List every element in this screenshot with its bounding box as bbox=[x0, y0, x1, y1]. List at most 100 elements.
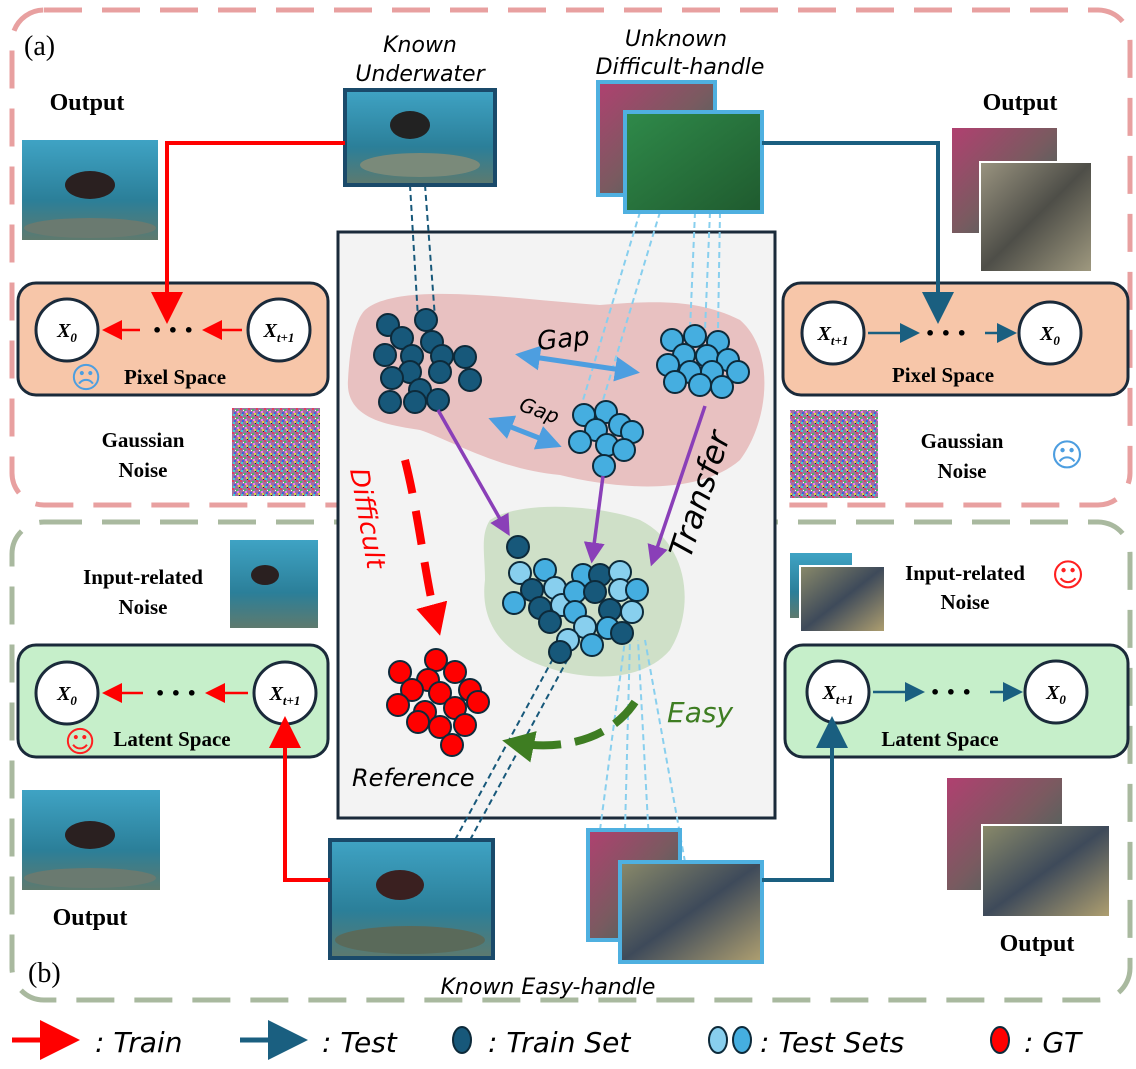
node-label: Xt+1 bbox=[269, 683, 301, 708]
test-easy-handle-images bbox=[586, 828, 764, 964]
sad-face-icon: ☹ bbox=[1050, 436, 1083, 474]
legend-train-set: : Train Set bbox=[488, 1026, 631, 1059]
happy-face-icon: ☺ bbox=[64, 725, 95, 760]
space-label: Pixel Space bbox=[124, 365, 226, 389]
sad-face-icon: ☹ bbox=[70, 361, 101, 396]
legend-gt: : GT bbox=[1024, 1026, 1083, 1059]
train-arrow-top bbox=[151, 141, 345, 324]
node-label: X0 bbox=[1039, 323, 1060, 348]
train-set-point bbox=[426, 388, 450, 412]
node-xt1 bbox=[246, 297, 312, 363]
input-noise-images-right bbox=[790, 553, 886, 633]
train-set-point bbox=[403, 390, 427, 414]
gap-label-1: Gap bbox=[536, 322, 591, 357]
gt-point bbox=[453, 713, 477, 737]
input-noise-image-left bbox=[230, 540, 318, 628]
legend-test-set-b-icon bbox=[732, 1026, 752, 1054]
train-set-point bbox=[458, 368, 482, 392]
gt-point bbox=[466, 690, 490, 714]
node-label: X0 bbox=[56, 683, 77, 708]
gt-point bbox=[443, 660, 467, 684]
known-easy-handle-image bbox=[328, 838, 495, 960]
easy-arrow bbox=[502, 699, 639, 763]
gaussian-noise-left bbox=[232, 408, 320, 496]
transfer-arrows bbox=[436, 405, 707, 567]
reference-label: Reference bbox=[352, 764, 474, 792]
test-arrow-bottom bbox=[762, 716, 848, 882]
gt-point bbox=[440, 733, 464, 757]
output-label-bottom-right: Output bbox=[1000, 931, 1075, 957]
unknown-difficult-images bbox=[596, 80, 764, 214]
train-set-point bbox=[380, 366, 404, 390]
test-set-point bbox=[612, 438, 636, 462]
aligned-point bbox=[548, 640, 572, 664]
node-label: X0 bbox=[56, 320, 77, 345]
train-set-point bbox=[428, 360, 452, 384]
space-label: Pixel Space bbox=[892, 363, 994, 387]
test-set-point bbox=[568, 430, 592, 454]
test-set-point bbox=[663, 370, 687, 394]
aligned-point bbox=[502, 591, 526, 615]
gaussian-noise-right bbox=[790, 410, 878, 498]
happy-face-icon: ☺ bbox=[1051, 556, 1084, 594]
node-xt1 bbox=[800, 300, 866, 366]
gt-point bbox=[428, 715, 452, 739]
legend-train-set-icon bbox=[452, 1026, 472, 1054]
aligned-point bbox=[625, 578, 649, 602]
train-set-point bbox=[390, 326, 414, 350]
node-x0 bbox=[34, 297, 100, 363]
ellipsis: • • • bbox=[930, 683, 972, 702]
test-set-point bbox=[688, 373, 712, 397]
aligned-point bbox=[620, 600, 644, 624]
gap-arrow-1 bbox=[515, 345, 640, 382]
aligned-point bbox=[506, 535, 530, 559]
ellipsis: • • • bbox=[152, 321, 194, 340]
space-label: Latent Space bbox=[113, 727, 230, 751]
legend: : Train : Test : Train Set : Test Sets :… bbox=[12, 1020, 1083, 1060]
aligned-point bbox=[563, 580, 587, 604]
node-label: X0 bbox=[1045, 682, 1066, 707]
node-x0 bbox=[34, 660, 100, 726]
gt-point bbox=[386, 693, 410, 717]
aligned-point bbox=[610, 621, 634, 645]
output-images-top-right bbox=[952, 128, 1093, 273]
latent-space-box-train: X0 Xt+1 • • • Latent Space ☺ bbox=[16, 643, 330, 760]
train-arrow-bottom bbox=[269, 716, 330, 882]
aligned-point bbox=[538, 610, 562, 634]
test-set-point bbox=[726, 360, 750, 384]
aligned-point bbox=[533, 558, 557, 582]
gt-point bbox=[400, 678, 424, 702]
panel-a-label: (a) bbox=[24, 31, 55, 62]
feature-clusters bbox=[373, 308, 750, 757]
train-set-point bbox=[378, 390, 402, 414]
aligned-point bbox=[580, 633, 604, 657]
panel-b-label: (b) bbox=[28, 958, 61, 989]
legend-test-sets: : Test Sets bbox=[760, 1026, 904, 1059]
gt-point bbox=[424, 648, 448, 672]
gt-point bbox=[428, 681, 452, 705]
output-label-top-left: Output bbox=[50, 90, 125, 116]
node-label: Xt+1 bbox=[817, 323, 849, 348]
ellipsis: • • • bbox=[155, 684, 197, 703]
known-underwater-image bbox=[343, 88, 497, 187]
node-x0 bbox=[1017, 300, 1083, 366]
train-set-point bbox=[373, 343, 397, 367]
legend-test: : Test bbox=[322, 1026, 398, 1059]
train-set-point bbox=[414, 308, 438, 332]
gt-point bbox=[388, 660, 412, 684]
test-arrow-top bbox=[762, 141, 954, 324]
test-set-point bbox=[683, 324, 707, 348]
aligned-point bbox=[583, 580, 607, 604]
node-label: Xt+1 bbox=[822, 682, 854, 707]
gap-arrow-2 bbox=[488, 415, 562, 450]
